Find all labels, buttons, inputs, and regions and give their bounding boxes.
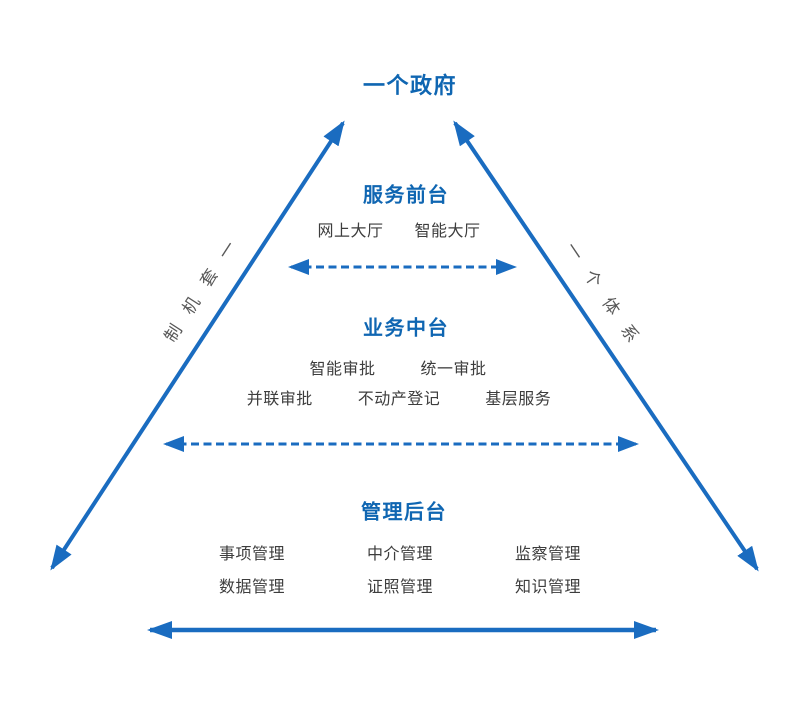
back-item: 证照管理 bbox=[366, 577, 434, 596]
back-item: 监察管理 bbox=[515, 544, 582, 563]
front-items-row: 网上大厅 智能大厅 bbox=[317, 217, 480, 241]
middle-items-row-2: 并联审批 不动产登记 基层服务 bbox=[247, 385, 552, 409]
page-title: 一个政府 bbox=[362, 74, 458, 99]
middle-items-row-1: 智能审批 统一审批 bbox=[309, 355, 486, 379]
left-side-double-arrow bbox=[50, 120, 345, 571]
back-item: 数据管理 bbox=[218, 577, 285, 596]
middle-item: 智能审批 bbox=[309, 359, 376, 378]
middle-section-title: 业务中台 bbox=[363, 315, 449, 340]
back-items-row-2: 数据管理 证照管理 知识管理 bbox=[219, 573, 581, 597]
middle-item: 基层服务 bbox=[485, 389, 552, 408]
front-section-title: 服务前台 bbox=[363, 182, 449, 207]
front-item: 网上大厅 bbox=[317, 221, 384, 240]
back-item: 中介管理 bbox=[366, 544, 434, 563]
front-item: 智能大厅 bbox=[414, 221, 481, 240]
back-item: 事项管理 bbox=[218, 544, 285, 563]
middle-item: 不动产登记 bbox=[357, 389, 441, 408]
back-item: 知识管理 bbox=[515, 577, 582, 596]
back-items-row-1: 事项管理 中介管理 监察管理 bbox=[219, 540, 581, 564]
back-section-title: 管理后台 bbox=[361, 499, 447, 524]
right-side-double-arrow bbox=[453, 120, 759, 572]
middle-item: 并联审批 bbox=[246, 389, 313, 408]
middle-item: 统一审批 bbox=[420, 359, 487, 378]
